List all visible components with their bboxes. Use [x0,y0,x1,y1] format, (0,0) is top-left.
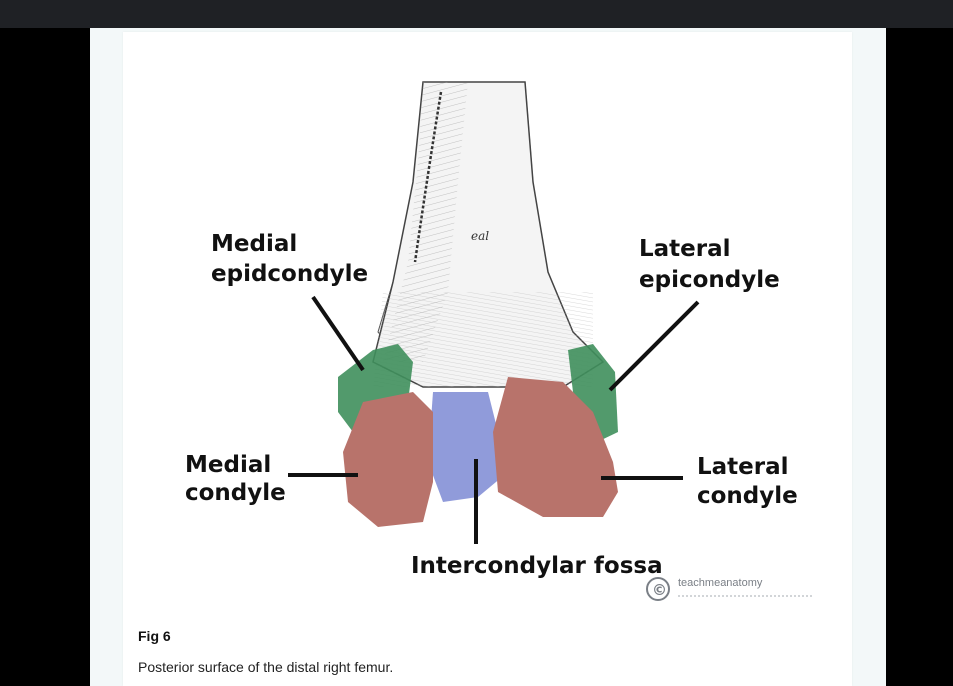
lateral-condyle-region [493,377,618,517]
femur-illustration: eal Medial epidcondyle Lateral epicondyl… [185,81,813,601]
pointer-medial-epicondyle [311,295,365,372]
label-intercondylar-fossa: Intercondylar fossa [411,553,663,579]
label-medial-condyle: Medial condyle [185,452,286,506]
figure-caption-title: Fig 6 [138,628,171,644]
medial-condyle-region [343,392,433,527]
medial-epicondyle-region [338,344,413,432]
intercondylar-fossa-region [428,392,508,502]
pointer-lateral-epicondyle [608,300,700,392]
copyright-symbol: © [652,581,667,599]
lateral-epicondyle-region [568,344,618,444]
figure-card: eal Medial epidcondyle Lateral epicondyl… [123,32,852,686]
femur-hatching-lower [373,292,593,387]
bone-inscription: eal [471,229,489,243]
watermark: © teachmeanatomy [646,577,813,601]
figure-caption-text: Posterior surface of the distal right fe… [138,659,394,675]
label-lateral-condyle: Lateral condyle [697,454,798,509]
browser-top-bar [0,0,953,28]
linea-aspera [413,91,443,263]
label-lateral-epicondyle: Lateral epicondyle [639,236,780,293]
label-medial-epicondyle: Medial epidcondyle [211,231,368,287]
page-background: eal Medial epidcondyle Lateral epicondyl… [90,28,886,686]
copyright-icon [646,577,670,601]
watermark-text: teachmeanatomy [678,577,763,589]
